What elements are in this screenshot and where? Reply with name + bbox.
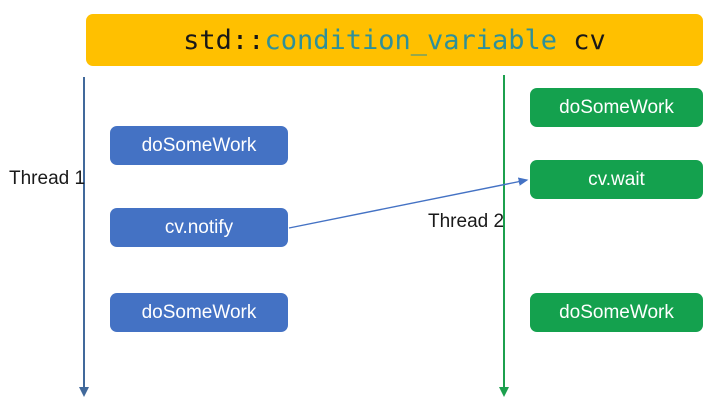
thread2-label: Thread 2 [428, 211, 505, 232]
thread1-lifeline-arrowhead-icon [79, 387, 89, 397]
diagram-title-banner: std::condition_variable cv [86, 14, 703, 66]
thread1-lifeline-arrow [79, 77, 89, 397]
title-highlight: condition_variable [264, 24, 558, 56]
thread1-step-cv-notify[interactable]: cv.notify [110, 208, 288, 247]
thread1-step-dosomework-1[interactable]: doSomeWork [110, 126, 288, 165]
thread1-lifeline-stem [83, 77, 85, 388]
title-suffix: cv [557, 24, 606, 56]
thread1-step-dosomework-2[interactable]: doSomeWork [110, 293, 288, 332]
thread2-step-dosomework-2[interactable]: doSomeWork [530, 293, 703, 332]
thread2-lifeline-stem [503, 75, 505, 388]
thread2-step-cv-wait[interactable]: cv.wait [530, 160, 703, 199]
thread2-lifeline-arrowhead-icon [499, 387, 509, 397]
thread2-lifeline-arrow [499, 75, 509, 397]
thread2-step-dosomework-1[interactable]: doSomeWork [530, 88, 703, 127]
title-prefix: std:: [183, 24, 265, 56]
thread1-label: Thread 1 [9, 168, 86, 189]
